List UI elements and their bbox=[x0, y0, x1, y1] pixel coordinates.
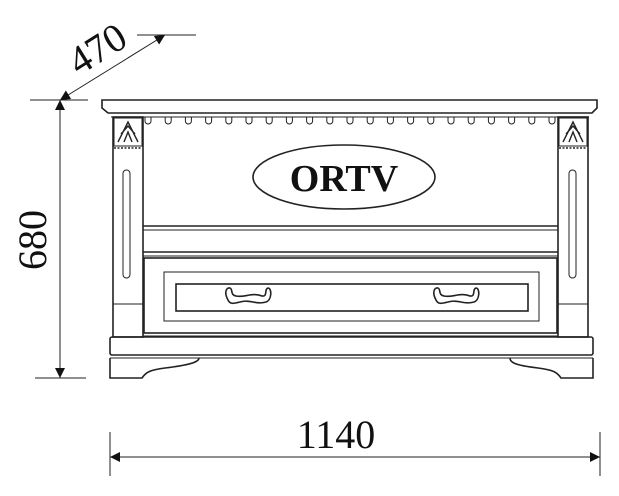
drawer-handle-left[interactable] bbox=[225, 287, 272, 305]
dentil bbox=[184, 117, 192, 125]
left-foot bbox=[109, 357, 200, 379]
height-label: 680 bbox=[10, 210, 55, 270]
logo-ellipse bbox=[252, 144, 436, 210]
right-foot bbox=[509, 357, 594, 379]
plinth bbox=[109, 336, 594, 356]
dentil bbox=[447, 117, 455, 125]
depth-dimension-line bbox=[59, 34, 166, 101]
drawer-front[interactable] bbox=[143, 257, 558, 334]
drawer-handle-right[interactable] bbox=[433, 287, 480, 305]
left-pillar-flute bbox=[122, 169, 131, 279]
dentil bbox=[326, 117, 334, 125]
depth-label: 470 bbox=[60, 14, 135, 84]
tv-stand: ORTV bbox=[101, 99, 598, 379]
dentil bbox=[265, 117, 273, 125]
width-label: 1140 bbox=[297, 412, 376, 457]
dentil bbox=[366, 117, 374, 125]
dentil bbox=[487, 117, 495, 125]
dentil bbox=[346, 117, 354, 125]
dentil bbox=[407, 117, 415, 125]
top-slab bbox=[101, 99, 598, 114]
dentil bbox=[245, 117, 253, 125]
right-pillar-flute bbox=[568, 169, 577, 279]
dentil-molding bbox=[144, 117, 556, 125]
dentil bbox=[467, 117, 475, 125]
brand-logo: ORTV bbox=[290, 158, 399, 200]
dentil bbox=[386, 117, 394, 125]
depth-dimension: 470 bbox=[30, 14, 196, 101]
dentil bbox=[144, 117, 152, 125]
dentil bbox=[528, 117, 536, 125]
dentil bbox=[164, 117, 172, 125]
dentil bbox=[205, 117, 213, 125]
dentil bbox=[508, 117, 516, 125]
width-dimension: 1140 bbox=[109, 412, 601, 476]
dentil bbox=[427, 117, 435, 125]
drawer-inner-panel bbox=[175, 283, 529, 312]
height-dimension: 680 bbox=[10, 100, 86, 379]
dentil bbox=[548, 117, 556, 125]
dentil bbox=[225, 117, 233, 125]
dentil bbox=[285, 117, 293, 125]
drawer-outer-panel bbox=[163, 271, 540, 322]
dentil bbox=[306, 117, 314, 125]
